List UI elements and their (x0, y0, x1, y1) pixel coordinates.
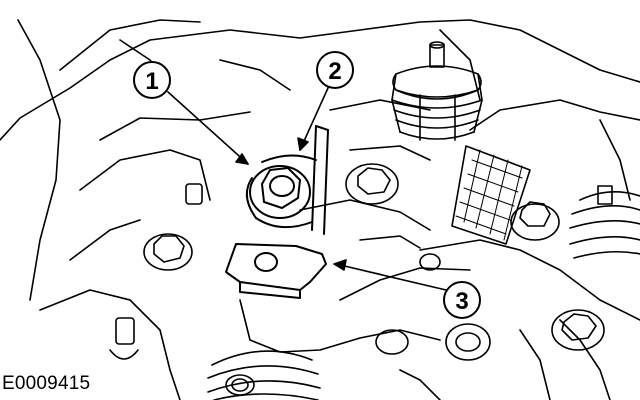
valve-spring-bottom (207, 350, 321, 400)
bolt-bottom-center (445, 323, 491, 361)
callout-label-2: 2 (328, 58, 341, 85)
bolt-center (345, 163, 399, 205)
callout-label-1: 1 (145, 68, 158, 95)
callout-1 (133, 61, 249, 165)
retaining-clip (245, 125, 329, 235)
casting-details (109, 145, 441, 360)
fastener-bolt (249, 165, 311, 219)
cross-hatch-area (451, 145, 531, 245)
mounting-bracket (225, 243, 327, 299)
valve-spring-top (391, 41, 483, 141)
figure-reference-code: E0009415 (2, 373, 91, 394)
callout-3 (333, 259, 481, 319)
callout-2 (297, 51, 354, 151)
bolt-left (143, 233, 193, 271)
valve-spring-right (569, 185, 640, 259)
callout-label-3: 3 (455, 288, 468, 315)
bolt-right (510, 201, 560, 241)
bolt-bottom-right (551, 309, 605, 351)
